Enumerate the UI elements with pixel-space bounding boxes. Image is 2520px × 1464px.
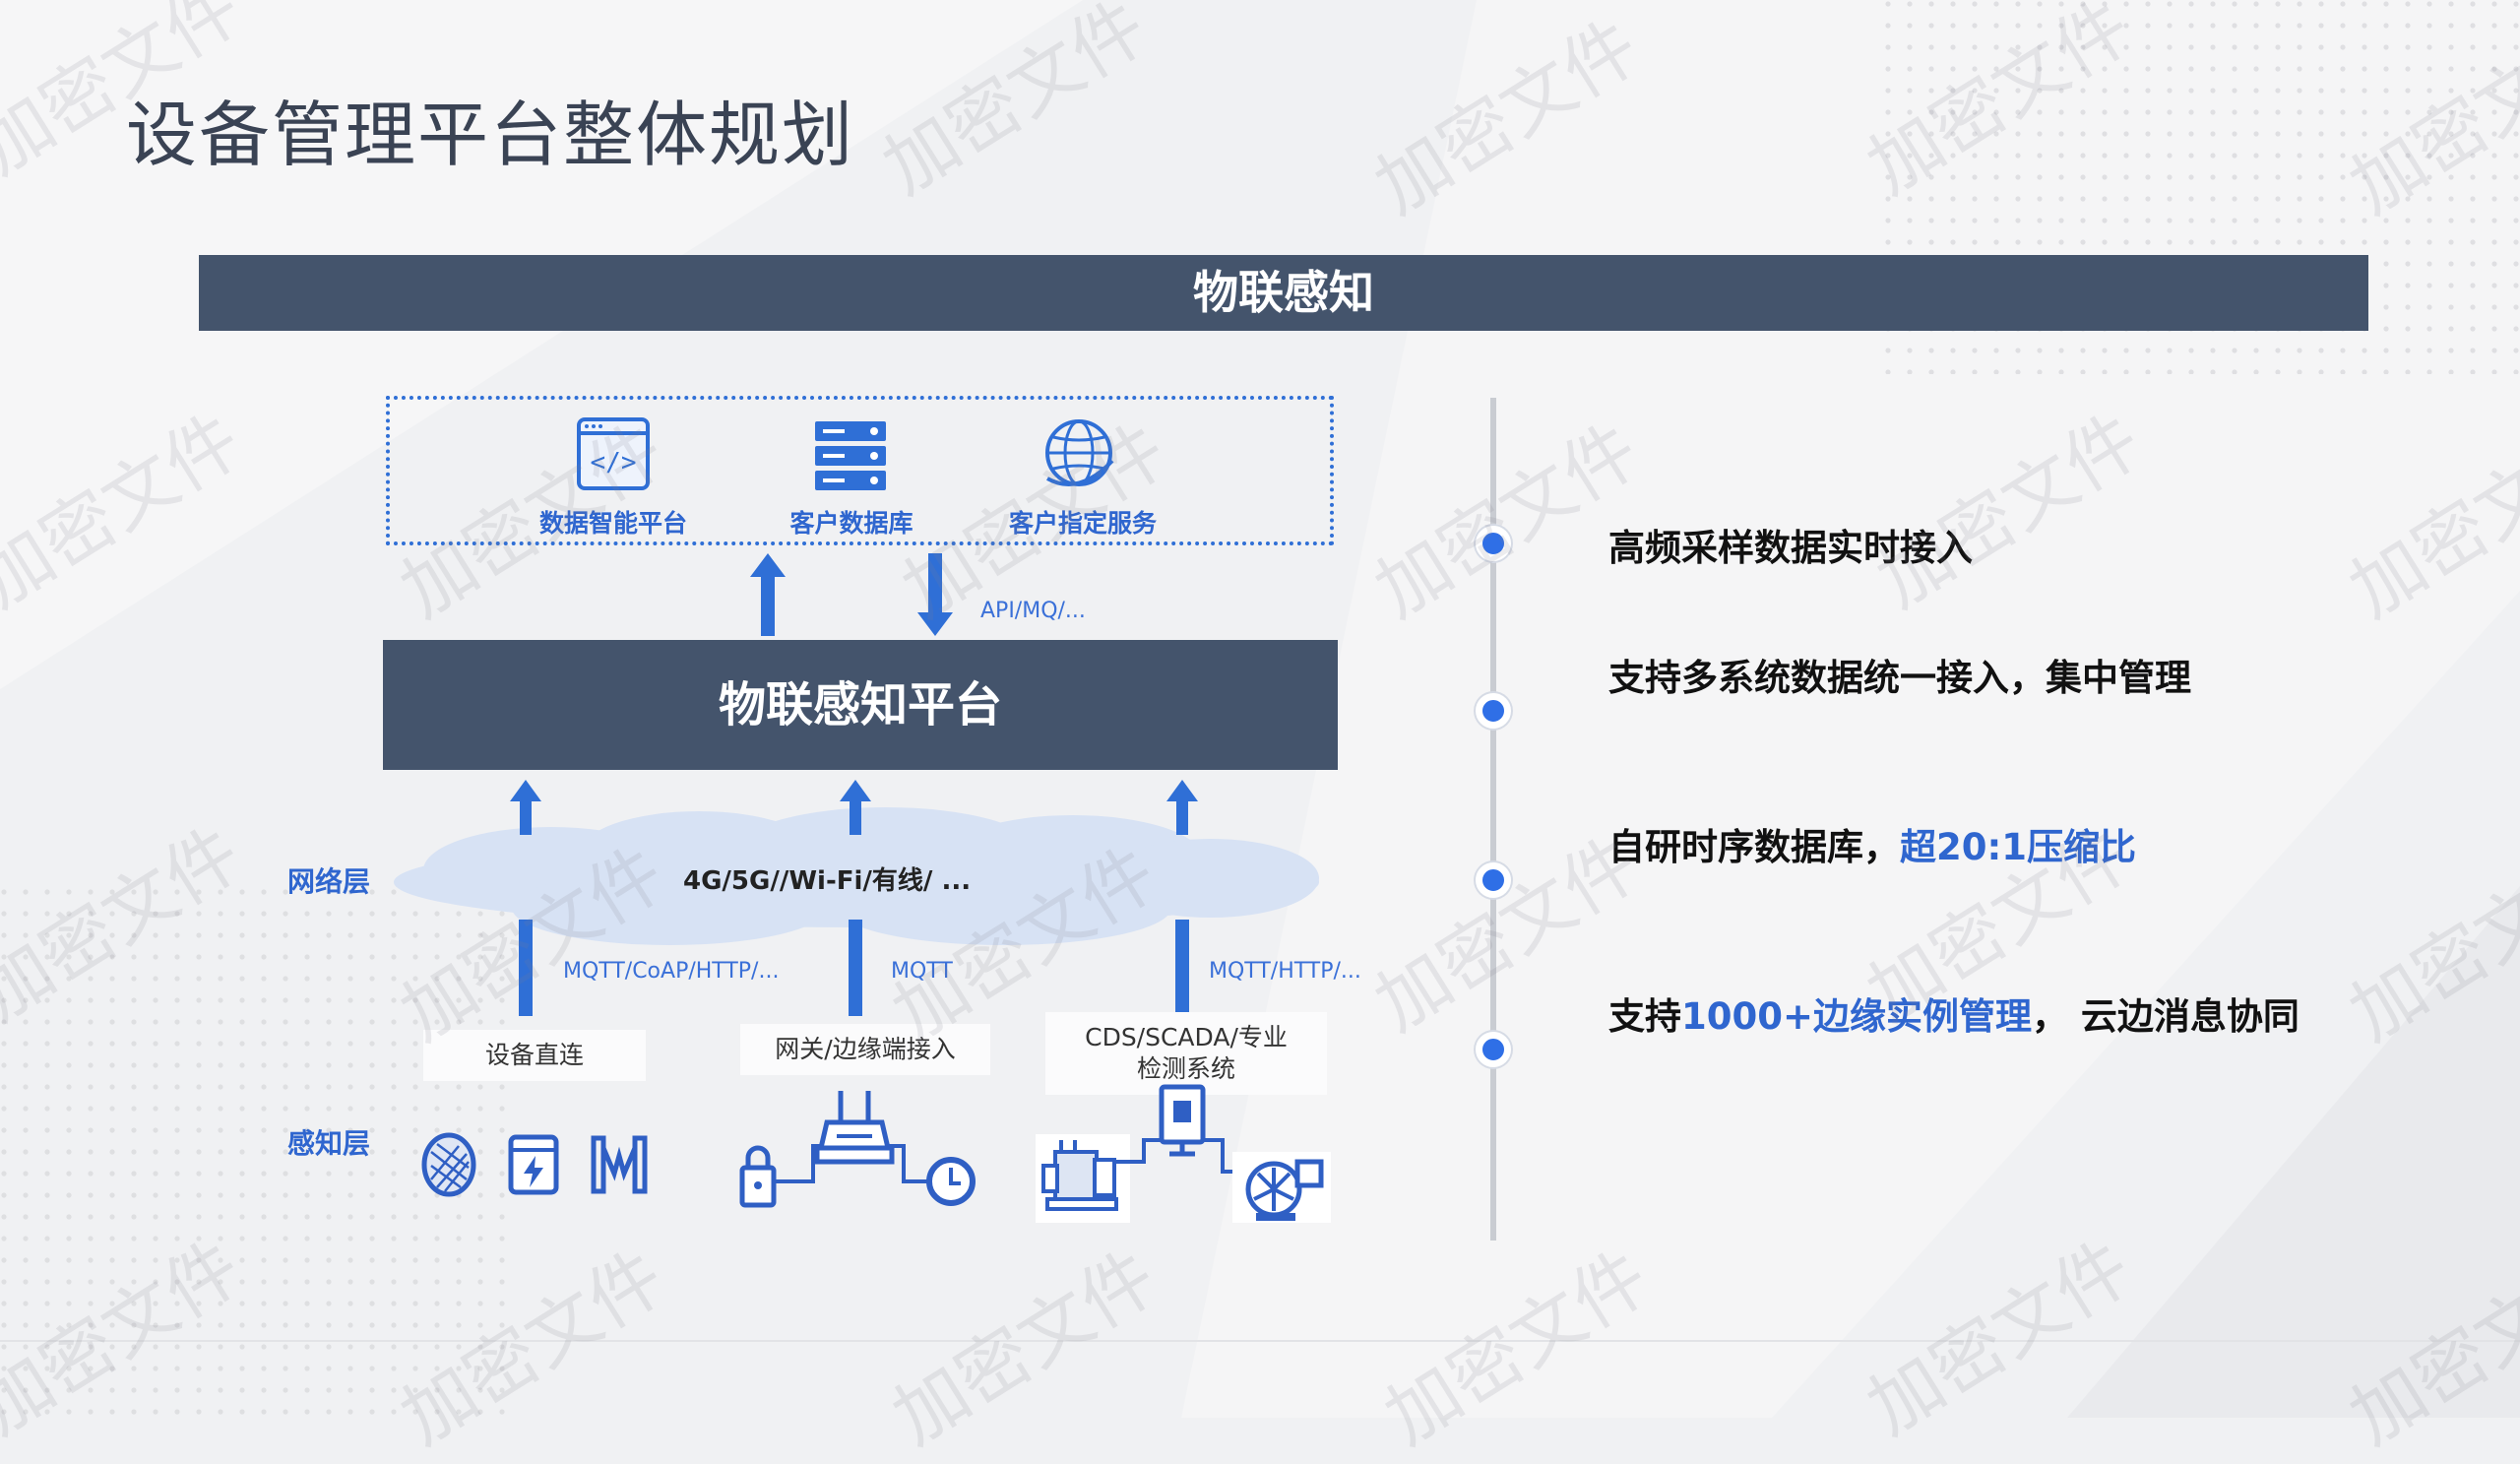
code-window-icon: </>: [577, 417, 650, 490]
feature-text: 自研时序数据库，: [1608, 826, 1900, 868]
industrial-devices-icon: [1036, 1084, 1331, 1223]
feature-highlight: 1000+边缘实例管理: [1681, 995, 2032, 1038]
timeline-dot: [1476, 862, 1511, 898]
feature-text: 支持多系统数据统一接入，集中管理: [1608, 657, 2191, 699]
power-meter-icon: [508, 1134, 559, 1195]
arrow-up-icon: [840, 780, 871, 835]
feature-text: 支持: [1608, 995, 1681, 1038]
network-layer-label: 网络层: [287, 865, 371, 898]
svg-text:</>: </>: [591, 448, 637, 477]
service-label-customer-db: 客户数据库: [789, 509, 914, 538]
connection-lines: [519, 920, 1189, 1016]
timeline-dot: [1476, 526, 1511, 561]
services-group: [386, 396, 1334, 545]
access-box-scada: CDS/SCADA/专业 检测系统: [1045, 1012, 1327, 1095]
timeline-dot: [1476, 693, 1511, 729]
server-icon: [815, 421, 886, 490]
sensor-mesh-icon: [421, 1132, 476, 1197]
arrow-down-icon: [917, 553, 953, 636]
api-label: API/MQ/...: [980, 599, 1086, 623]
arrow-up-icon: [750, 553, 786, 636]
network-types-text: 4G/5G//Wi-Fi/有线/ ...: [683, 866, 972, 896]
feature-item: 支持1000+边缘实例管理， 云边消息协同: [1608, 987, 2300, 1040]
service-label-custom-service: 客户指定服务: [1008, 509, 1157, 538]
feature-text: 高频采样数据实时接入: [1608, 527, 1973, 569]
page-title: 设备管理平台整体规划: [126, 94, 855, 176]
feature-item: 高频采样数据实时接入: [1608, 518, 1973, 571]
protocol-label-gateway: MQTT: [891, 959, 953, 984]
section-banner: 物联感知: [199, 255, 2368, 331]
feature-highlight: 超20:1压缩比: [1900, 826, 2137, 868]
network-cloud-icon: [394, 807, 1319, 945]
background: [0, 0, 2520, 1418]
arrow-up-icon: [1166, 780, 1198, 835]
timeline-line: [1490, 398, 1496, 1241]
feature-text: ， 云边消息协同: [2031, 995, 2300, 1038]
service-label-data-platform: 数据智能平台: [538, 509, 687, 538]
protocol-label-direct: MQTT/CoAP/HTTP/...: [563, 959, 780, 984]
globe-icon: [1045, 419, 1114, 486]
timeline-dot: [1476, 1032, 1511, 1067]
access-box-direct: 设备直连: [423, 1030, 646, 1081]
protocol-label-scada: MQTT/HTTP/...: [1209, 959, 1361, 984]
iot-platform-block: 物联感知平台: [383, 640, 1338, 770]
feature-item: 支持多系统数据统一接入，集中管理: [1608, 648, 2191, 701]
arrow-up-icon: [510, 780, 541, 835]
feature-item: 自研时序数据库，超20:1压缩比: [1608, 817, 2136, 870]
access-box-gateway: 网关/边缘端接入: [740, 1024, 990, 1075]
perception-layer-label: 感知层: [287, 1127, 371, 1160]
gateway-devices-icon: [739, 1091, 976, 1208]
pipe-valve-icon: [591, 1135, 648, 1194]
